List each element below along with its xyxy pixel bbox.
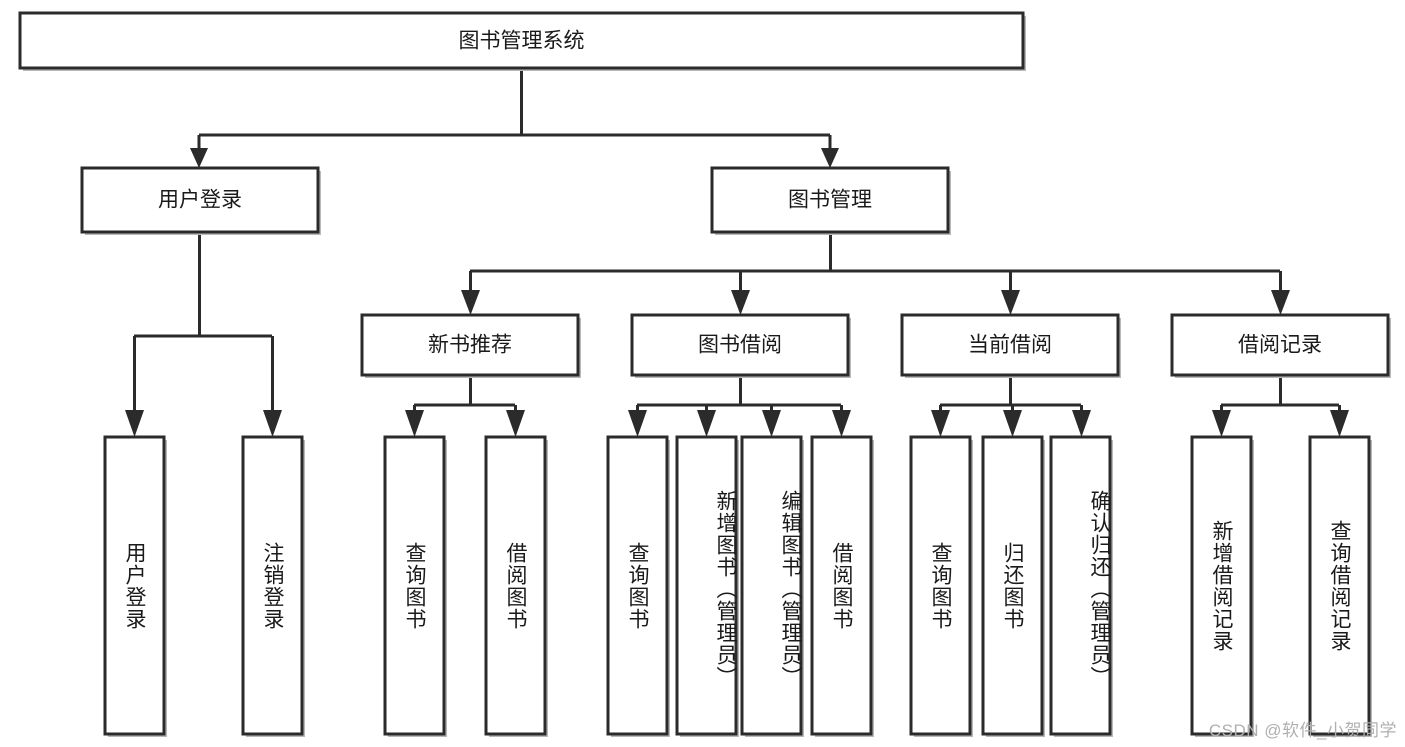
root-node-box[interactable] [18,11,1025,70]
leaf-box-query-book-3[interactable] [909,435,972,736]
leaf-box-query-book-2[interactable] [606,435,669,736]
csdn-watermark: CSDN @软件_小贺同学 [1208,721,1397,740]
arrow-head-current-borrow [1001,290,1020,315]
leaf-box-return-book[interactable] [981,435,1044,736]
node-new-book-rec-box[interactable] [360,313,580,377]
node-user-login-label: 用户登录 [158,189,242,212]
leaf-box-add-borrow-record[interactable] [1190,435,1253,736]
arrow-head-borrow-book-2 [832,410,851,437]
node-borrow-record-label: 借阅记录 [1238,334,1322,357]
root-node-label: 图书管理系统 [459,30,585,53]
arrow-head-query-book-3 [931,410,950,437]
node-current-borrow-box[interactable] [900,313,1120,377]
arrow-head-return-book [1003,410,1022,437]
leaf-box-borrow-book-1[interactable] [484,435,547,736]
node-book-mgmt-box[interactable] [710,166,950,234]
node-current-borrow-label: 当前借阅 [968,334,1052,357]
leaf-box-confirm-return[interactable] [1049,435,1112,736]
arrow-head-query-borrow-record [1330,410,1349,437]
arrow-head-edit-book [762,410,781,437]
node-borrow-record-box[interactable] [1170,313,1390,377]
node-book-borrow-label: 图书借阅 [698,334,782,357]
leaf-box-logout[interactable] [241,435,304,736]
arrow-head-borrow-book-1 [506,410,525,437]
connectors-layer [125,68,1349,437]
arrow-head-book-borrow [731,290,750,315]
arrow-head-borrow-record [1271,290,1290,315]
leaf-box-query-borrow-record[interactable] [1308,435,1371,736]
arrow-head-leaf-logout [263,410,282,437]
arrow-head-query-book-1 [405,410,424,437]
arrow-head-query-book-2 [628,410,647,437]
arrow-head-user-login [190,148,208,168]
leaf-box-edit-book[interactable] [740,435,803,736]
node-new-book-rec-label: 新书推荐 [428,334,512,357]
leaf-box-user-login[interactable] [103,435,166,736]
arrow-head-add-borrow-record [1212,410,1231,437]
arrow-head-book-mgmt [821,148,839,168]
leaf-box-add-book[interactable] [675,435,738,736]
arrow-head-confirm-return [1072,410,1091,437]
node-user-login-box[interactable] [80,166,320,234]
node-book-borrow-box[interactable] [630,313,850,377]
leaf-box-query-book-1[interactable] [383,435,446,736]
leaf-box-borrow-book-2[interactable] [810,435,873,736]
nodes-layer: 图书管理系统 用户登录 图书管理 新书推荐 图书借阅 当前借阅 借阅记录 [18,11,1391,737]
arrow-head-new-book-rec [461,290,480,315]
arrow-head-add-book [697,410,716,437]
node-book-mgmt-label: 图书管理 [788,189,872,212]
arrow-head-leaf-user-login [125,410,144,437]
